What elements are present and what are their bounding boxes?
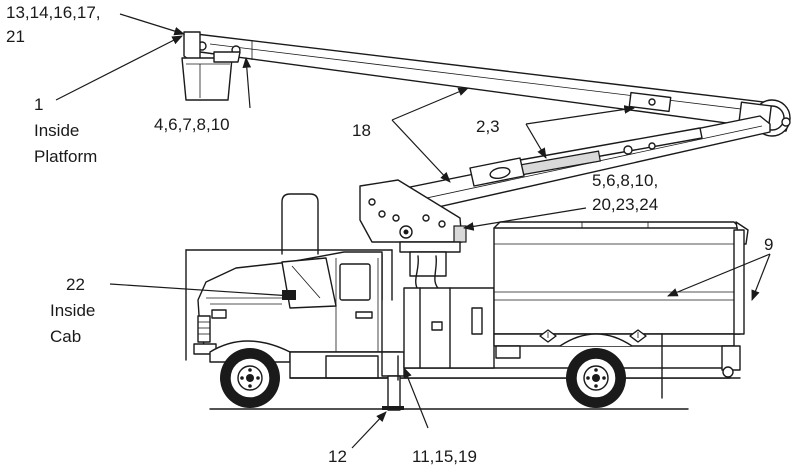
callout-1-inside: Inside xyxy=(34,121,79,140)
turntable xyxy=(359,179,467,291)
front-wheel xyxy=(220,348,280,408)
callout-5-6-8-10-line1: 5,6,8,10, xyxy=(592,171,658,190)
callout-2-3: 2,3 xyxy=(476,117,500,136)
chip-body xyxy=(493,221,749,399)
callout-4-6-7-8-10: 4,6,7,8,10 xyxy=(154,115,230,134)
callout-22-cab: Cab xyxy=(50,327,81,346)
callout-5-6-8-10-line2: 20,23,24 xyxy=(592,195,658,214)
toolboxes xyxy=(403,287,495,369)
callout-22-inside: Inside xyxy=(50,301,95,320)
callout-12: 12 xyxy=(328,447,347,466)
callout-11-15-19: 11,15,19 xyxy=(412,447,477,466)
bucket-platform xyxy=(181,31,241,101)
leader-lines xyxy=(55,13,771,449)
callout-1-platform: Platform xyxy=(34,147,97,166)
callout-13-14-16-17-line1: 13,14,16,17, xyxy=(6,3,101,22)
lower-boom xyxy=(365,115,771,223)
truck-cab xyxy=(193,251,383,363)
callout-18: 18 xyxy=(352,121,371,140)
callout-13-14-16-17-line2: 21 xyxy=(6,27,25,46)
callout-1-number: 1 xyxy=(34,95,43,114)
callout-22-number: 22 xyxy=(66,275,85,294)
callout-9: 9 xyxy=(764,235,773,254)
rear-wheel xyxy=(559,333,633,408)
chassis xyxy=(289,351,741,411)
